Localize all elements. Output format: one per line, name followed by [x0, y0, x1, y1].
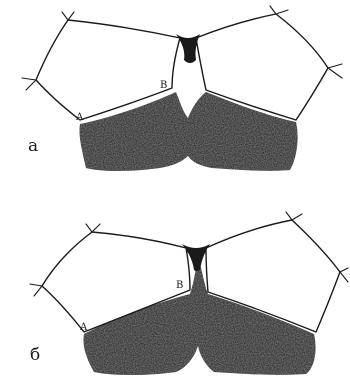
panel-b: A B б: [30, 212, 348, 375]
liquid-grain-b: [83, 256, 315, 375]
junction-left-top-b: [86, 224, 100, 232]
junction-right-a: [328, 64, 342, 78]
panel-label-a: а: [28, 136, 38, 156]
panel-label-b: б: [30, 345, 40, 365]
junction-right-b: [340, 268, 348, 282]
junction-left-a: [22, 78, 36, 90]
point-label-b-b: B: [176, 280, 183, 291]
panel-a: A B а: [22, 6, 342, 171]
point-label-a-a: A: [75, 112, 84, 123]
junction-right-top-a: [270, 6, 288, 14]
point-label-a-b: A: [79, 322, 88, 333]
junction-right-top-b: [286, 212, 302, 220]
point-label-b-a: B: [160, 80, 167, 91]
junction-left-b: [30, 284, 42, 296]
liquid-grain-a: [79, 92, 297, 171]
plateau-node-a: [176, 34, 200, 63]
junction-left-top-a: [62, 12, 74, 20]
